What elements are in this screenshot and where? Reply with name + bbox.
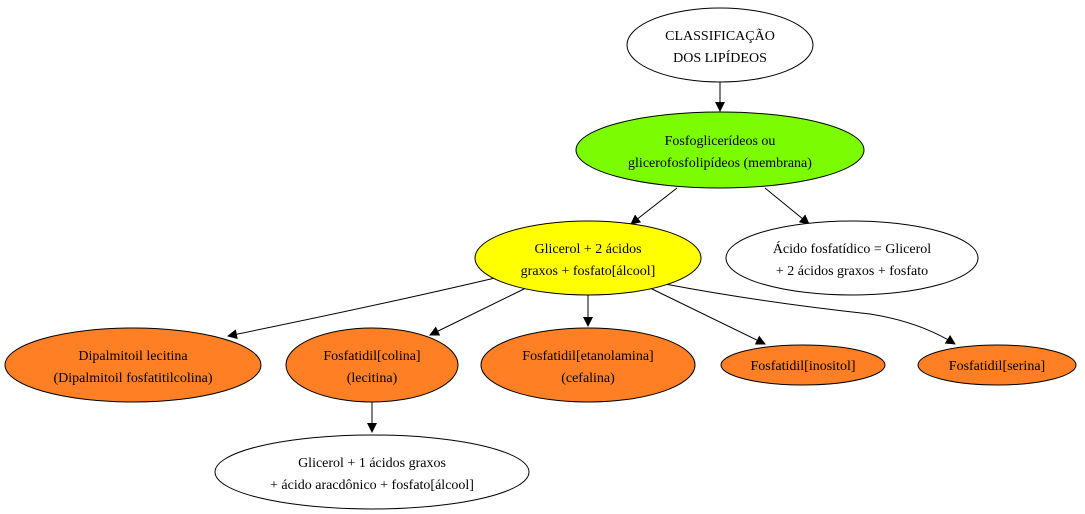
node-label-line1: Fosfatidil[colina] — [323, 349, 420, 364]
node-shape — [214, 434, 530, 510]
node-label-line2: DOS LIPÍDEOS — [673, 49, 767, 66]
node-label-line2: (cefalina) — [561, 371, 615, 386]
node-label-line1: Fosfatidil[serina] — [949, 359, 1045, 374]
edge-glicerol-to-dipalmitoil — [227, 277, 496, 340]
node-dipalmitoil-lecitina: Dipalmitoil lecitina (Dipalmitoil fosfat… — [4, 327, 262, 403]
node-fosfatidil-colina: Fosfatidil[colina] (lecitina) — [285, 327, 459, 403]
edge-fosfo-to-glicerol — [630, 187, 678, 225]
edge-glicerol-to-colina — [429, 287, 527, 336]
edges — [227, 82, 956, 433]
node-classificacao: CLASSIFICAÇÃO DOS LIPÍDEOS — [626, 7, 814, 83]
node-label-line2: + 2 ácidos graxos + fosfato — [776, 264, 928, 279]
node-shape — [480, 327, 696, 403]
node-glicerol-2-acidos: Glicerol + 2 ácidos graxos + fosfato[álc… — [474, 220, 702, 296]
node-shape — [725, 220, 979, 296]
node-fosfatidil-serina: Fosfatidil[serina] — [917, 344, 1077, 386]
node-label-line2: (Dipalmitoil fosfatitilcolina) — [53, 371, 212, 386]
node-shape — [626, 7, 814, 83]
node-shape — [4, 327, 262, 403]
node-label-line1: Fosfatidil[etanolamina] — [522, 349, 653, 364]
node-shape — [917, 344, 1077, 386]
node-fosfatidil-etanolamina: Fosfatidil[etanolamina] (cefalina) — [480, 327, 696, 403]
node-shape — [575, 111, 865, 189]
node-label-line1: Glicerol + 2 ácidos — [534, 242, 641, 257]
node-shape — [474, 220, 702, 296]
node-label-line1: Fosfatidil[inositol] — [751, 359, 856, 374]
node-label-line2: glicerofosfolipídeos (membrana) — [628, 156, 812, 171]
node-acido-fosfatidico: Ácido fosfatídico = Glicerol + 2 ácidos … — [725, 220, 979, 296]
node-label-line1: Fosfoglicerídeos ou — [665, 134, 776, 149]
node-shape — [285, 327, 459, 403]
node-label-line1: Glicerol + 1 ácidos graxos — [298, 456, 446, 471]
node-label-line2: + ácido aracdônico + fosfato[álcool] — [270, 478, 474, 493]
node-glicerol-aracdonico: Glicerol + 1 ácidos graxos + ácido aracd… — [214, 434, 530, 510]
node-shape — [720, 344, 886, 386]
node-label-line2: (lecitina) — [347, 371, 398, 386]
edge-fosfo-to-acido — [764, 187, 810, 225]
edge-glicerol-to-inositol — [649, 287, 766, 345]
node-label-line2: graxos + fosfato[álcool] — [521, 264, 656, 279]
node-label-line1: Dipalmitoil lecitina — [78, 349, 188, 364]
node-fosfoglicerideos: Fosfoglicerídeos ou glicerofosfolipídeos… — [575, 111, 865, 189]
node-label-line1: Ácido fosfatídico = Glicerol — [773, 240, 931, 257]
node-label-line1: CLASSIFICAÇÃO — [665, 28, 775, 44]
edge-glicerol-to-serina — [664, 283, 956, 345]
node-fosfatidil-inositol: Fosfatidil[inositol] — [720, 344, 886, 386]
